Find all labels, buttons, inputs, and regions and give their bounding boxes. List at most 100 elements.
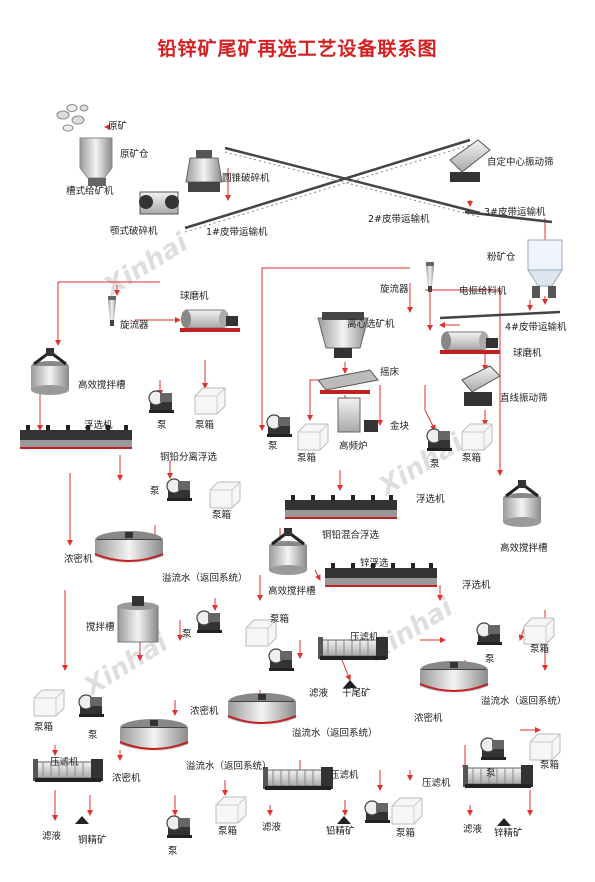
thickener-1	[94, 530, 164, 564]
filter-press-4-label: 压滤机	[422, 778, 451, 789]
pump-6-label: 泵	[485, 654, 495, 665]
pump-5b	[268, 648, 295, 672]
belt2-label: 2#皮带运输机	[368, 214, 430, 225]
agitator-2	[501, 478, 543, 529]
flotation-cells-2	[285, 495, 397, 519]
tank-6-label: 泵箱	[530, 644, 550, 655]
belt3-label: 3#皮带运输机	[484, 207, 546, 218]
jaw-crusher	[139, 191, 179, 215]
filter-press-4	[462, 764, 534, 789]
raw-ore-bin-label: 原矿仓	[120, 149, 149, 160]
ball-mill-right-label: 球磨机	[513, 348, 542, 359]
flotation-2-label: 浮选机	[416, 494, 445, 505]
gold-label: 金块	[390, 421, 410, 432]
filter-press-3	[262, 766, 334, 791]
tank-10	[391, 797, 423, 825]
pump-4	[166, 478, 193, 502]
thickener-1-label: 浓密机	[64, 554, 93, 565]
gold-block	[364, 420, 378, 432]
filtrate-4-label: 滤液	[463, 824, 483, 835]
hf-furnace-label: 高频炉	[339, 441, 368, 452]
tank-3-label: 泵箱	[462, 453, 482, 464]
tank-1-label: 泵箱	[195, 420, 215, 431]
pb-concentrate-label: 铅精矿	[326, 826, 355, 837]
pump-6	[476, 622, 503, 646]
filtrate-2-label: 滤液	[42, 831, 62, 842]
agitator-1	[29, 346, 71, 397]
cu-pb-mixed-label: 铜铅混合浮选	[322, 530, 380, 541]
thickener-2-label: 浓密机	[414, 713, 443, 724]
hf-furnace	[337, 397, 361, 433]
agitator-2-label: 高效搅拌槽	[500, 543, 548, 554]
pump-10	[364, 800, 391, 824]
thickener-4-label: 浓密机	[112, 773, 141, 784]
cyclone-left	[108, 296, 116, 326]
tank-9-label: 泵箱	[218, 826, 238, 837]
tank-4	[209, 481, 241, 509]
pump-2	[266, 414, 293, 438]
tank-7	[33, 689, 65, 717]
linear-screen-label: 直线振动筛	[500, 393, 548, 404]
filtrate-1-label: 滤液	[309, 688, 329, 699]
tank-2	[297, 423, 329, 451]
tank-10-label: 泵箱	[396, 828, 416, 839]
electro-feeder-label: 电振给料机	[459, 286, 507, 297]
powder-bin	[527, 239, 563, 298]
thickener-4	[119, 718, 189, 752]
raw-ore-label: 原矿	[108, 121, 128, 132]
cu-pb-separation-label: 铜铅分离浮选	[160, 452, 218, 463]
pump-9	[166, 815, 193, 839]
pump-8-label: 泵	[486, 768, 496, 779]
cyclone-left-label: 旋流器	[120, 320, 149, 331]
pump-4-label: 泵	[150, 486, 160, 497]
belt1-label: 1#皮带运输机	[206, 227, 268, 238]
linear-screen	[461, 365, 501, 406]
cyclone-right-label: 旋流器	[380, 284, 409, 295]
pump-2-label: 泵	[268, 441, 278, 452]
shaking-table-label: 摇床	[380, 367, 400, 378]
tank-5-label: 泵箱	[270, 614, 290, 625]
raw-ore-bin	[79, 137, 113, 179]
agitator-3-label: 高效搅拌槽	[268, 586, 316, 597]
dry-tailings-label: 干尾矿	[342, 688, 371, 699]
zn-flotation-label: 锌浮选	[360, 558, 389, 569]
thickener-3	[227, 692, 297, 726]
centrifugal-separator-label: 离心选矿机	[347, 319, 395, 330]
raw-ore-rocks	[56, 104, 89, 132]
cyclone-right	[426, 262, 434, 292]
tank-9	[215, 796, 247, 824]
pump-9-label: 泵	[168, 846, 178, 857]
tank-4-label: 泵箱	[212, 510, 232, 521]
cone-crusher-label: 圆锥破碎机	[222, 173, 270, 184]
pump-1	[148, 390, 175, 414]
pump-7	[78, 694, 105, 718]
pump-3-label: 泵	[430, 459, 440, 470]
diagram-title: 铅锌矿尾矿再选工艺设备联系图	[157, 38, 438, 60]
thickener-2	[419, 660, 489, 694]
tank-6	[523, 617, 555, 645]
cu-concentrate-label: 铜精矿	[78, 835, 107, 846]
tank-7-label: 泵箱	[34, 722, 54, 733]
self-centering-screen-label: 自定中心振动筛	[487, 157, 554, 168]
self-centering-screen	[449, 139, 491, 182]
belt4-label: 4#皮带运输机	[505, 322, 567, 333]
tank-8	[529, 733, 561, 761]
flotation-1-label: 浮选机	[84, 420, 113, 431]
agitator-tank	[117, 596, 159, 643]
trough-feeder-label: 槽式给矿机	[66, 186, 114, 197]
pump-5-label: 泵	[182, 629, 192, 640]
trough-feeder	[88, 178, 106, 186]
centrifugal-separator	[317, 312, 369, 358]
pump-1-label: 泵	[157, 420, 167, 431]
pump-3	[426, 428, 453, 452]
cone-crusher	[185, 150, 223, 192]
flotation-cells-1	[20, 425, 132, 449]
overflow-4-label: 溢流水（返回系统）	[186, 761, 272, 772]
agitator-3	[267, 526, 309, 577]
agitator-tank-label: 搅拌槽	[86, 622, 115, 633]
overflow-2-label: 溢流水（返回系统）	[481, 696, 567, 707]
filter-press-3-label: 压滤机	[330, 770, 359, 781]
jaw-crusher-label: 颚式破碎机	[110, 226, 158, 237]
tank-3	[461, 423, 493, 451]
